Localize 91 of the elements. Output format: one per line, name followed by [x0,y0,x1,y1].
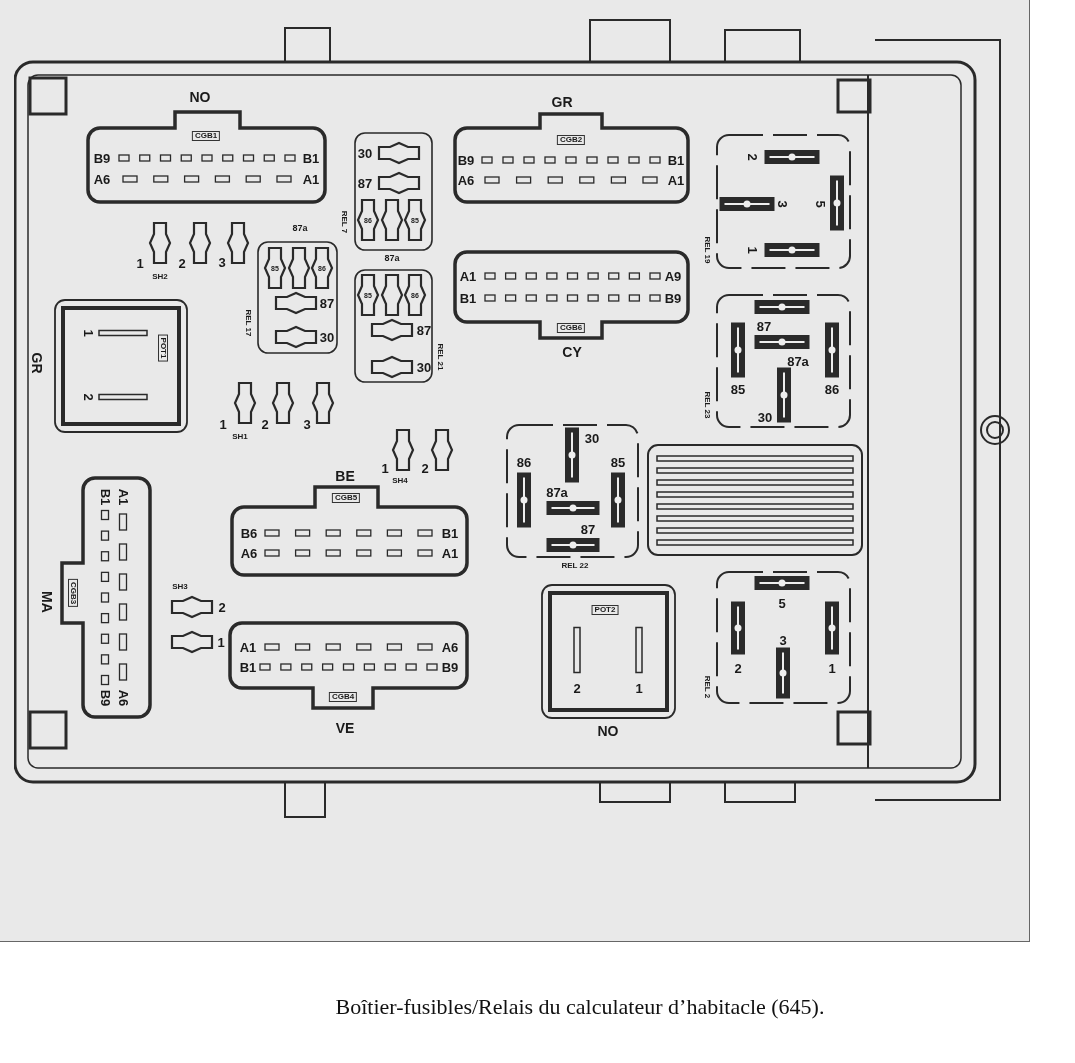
pin-label: 2 [81,393,95,401]
connector-code-label: CGB2 [556,135,586,145]
connector-code-label: CGB4 [328,692,358,702]
pin-label: 87 [357,176,373,190]
part-id-label: REL 7 [340,210,348,234]
pin-label: B1 [441,526,459,540]
pin-label: 87a [546,485,568,499]
pin-label: 3 [775,200,789,208]
pin-label: B9 [457,153,475,167]
pin-label: B9 [441,660,459,674]
part-id-label: REL 2 [703,675,711,699]
color-code-label: GR [551,95,573,109]
figure-caption: Boîtier-fusibles/Relais du calculateur d’habitacle (645). [334,993,826,1021]
part-id-label: REL 21 [436,343,444,371]
pin-label: A1 [302,172,320,186]
part-id-label: REL 23 [703,391,711,419]
pin-label: 2 [218,600,226,614]
connector-code-label: CGB1 [191,131,221,141]
pin-label: 1 [745,246,759,254]
color-code-label: VE [335,721,355,735]
color-code-label: NO [597,724,619,738]
color-code-label: NO [189,90,211,104]
pin-label: 87 [580,522,596,536]
pin-label: B1 [239,660,257,674]
pin-label: B9 [98,689,112,707]
pin-label: 1 [136,256,144,270]
pin-label: A6 [441,640,459,654]
pin-label: 1 [219,417,227,431]
pin-label: 5 [778,596,786,610]
pin-label: A1 [116,488,130,506]
pin-label: 87 [756,319,772,333]
pin-label: A6 [116,689,130,707]
pin-label: 30 [416,360,432,374]
pin-label: 85 [730,382,746,396]
connector-code-label: POT2 [591,605,619,615]
pin-label: 87a [787,354,809,368]
part-id-label: REL 22 [561,562,589,570]
pin-label: 2 [178,256,186,270]
pin-label: B1 [98,488,112,506]
pin-label: A1 [441,546,459,560]
pin-label: 30 [584,431,600,445]
color-code-label: BE [335,469,355,483]
pin-label: 3 [779,633,787,647]
pin-label: B9 [664,291,682,305]
pin-label: A9 [664,269,682,283]
pin-label: 87 [319,296,335,310]
color-code-label: MA [40,591,54,613]
pin-label: B1 [459,291,477,305]
pin-label: A1 [667,173,685,187]
part-id-label: REL 17 [244,309,252,337]
pin-label: 86 [824,382,840,396]
pin-label: 85 [610,455,626,469]
pin-label: A6 [240,546,258,560]
pin-label: 86 [516,455,532,469]
pin-label: 1 [828,661,836,675]
pin-label: A6 [457,173,475,187]
color-code-label: GR [30,352,44,374]
pin-label: 2 [573,681,581,695]
pin-label: A1 [239,640,257,654]
pin-label: A1 [459,269,477,283]
pin-label: 87 [416,323,432,337]
pin-label: 2 [261,417,269,431]
pin-label: 30 [319,330,335,344]
pin-label: 30 [757,410,773,424]
connector-code-label: POT1 [158,334,168,362]
pin-label: 3 [303,417,311,431]
pin-label: 5 [813,200,827,208]
pin-label: 2 [734,661,742,675]
pin-label: 3 [218,255,226,269]
pin-label: B1 [667,153,685,167]
pin-label: 1 [635,681,643,695]
pin-label: 2 [421,461,429,475]
part-id-label: REL 19 [703,236,711,264]
pin-label: 1 [381,461,389,475]
pin-label: B6 [240,526,258,540]
connector-code-label: CGB6 [556,323,586,333]
part-id-label: SH1 [232,433,248,441]
connector-code-label: CGB5 [331,493,361,503]
part-id-label: SH2 [152,273,168,281]
part-id-label: SH3 [172,583,188,591]
pin-label: 30 [357,146,373,160]
color-code-label: CY [562,345,582,359]
pin-label: 87a [292,223,308,233]
pin-label: 1 [217,635,225,649]
pin-label: 2 [745,153,759,161]
pin-label: B1 [302,151,320,165]
pin-label: 1 [81,329,95,337]
pin-label: B9 [93,151,111,165]
connector-code-label: CGB3 [68,578,78,608]
pin-label: A6 [93,172,111,186]
pin-label: 87a [384,253,400,263]
